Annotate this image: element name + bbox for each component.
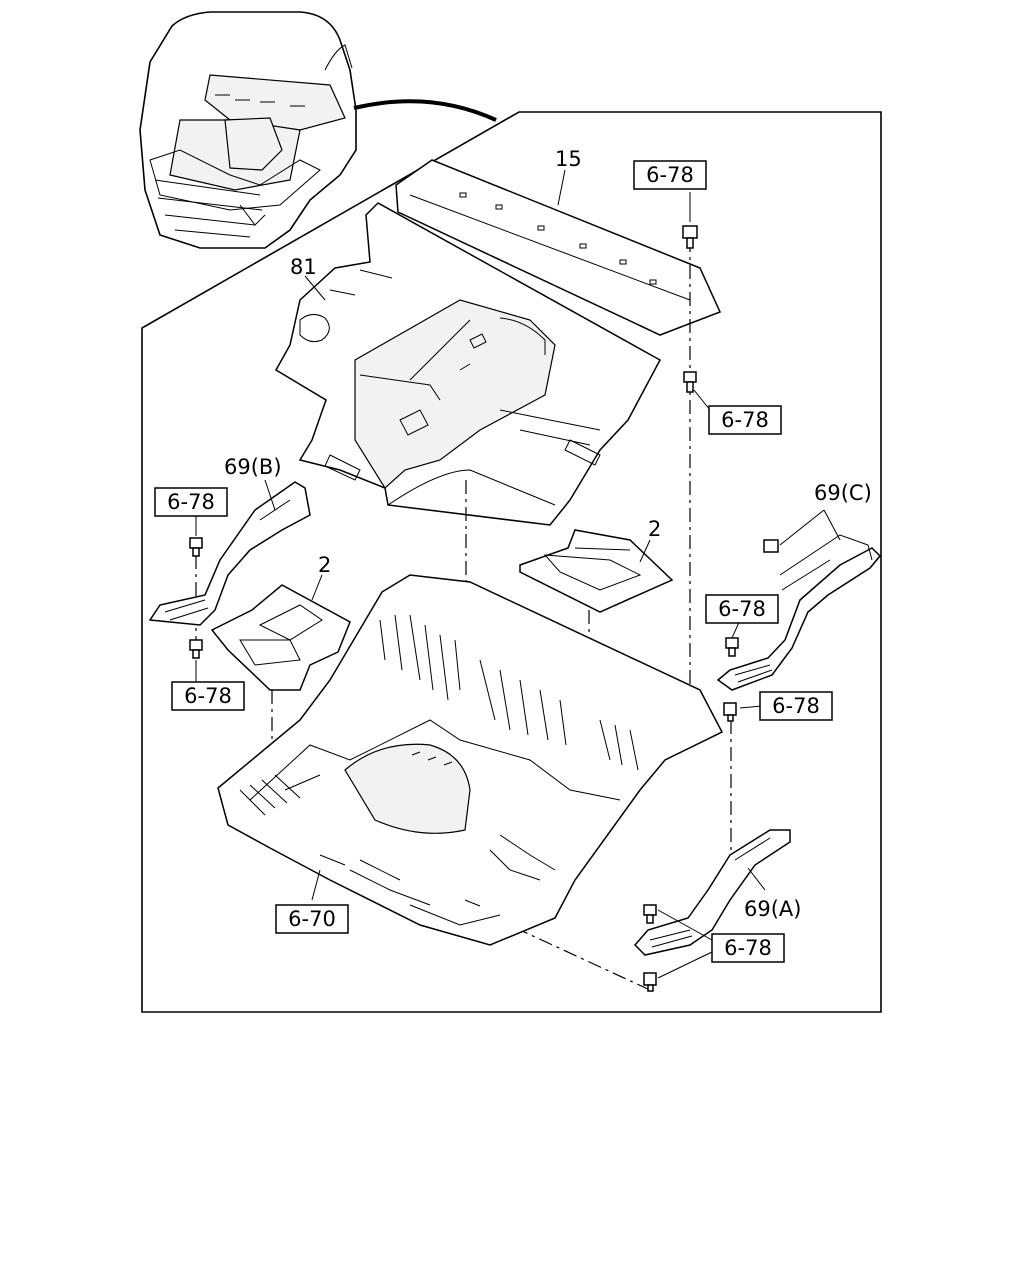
label-part-15: 15 — [555, 147, 582, 171]
ref-box-1: 6-78 — [633, 160, 707, 190]
ref-box-4: 6-78 — [171, 681, 245, 711]
svg-text:6-78: 6-78 — [167, 490, 215, 514]
label-part-2-right: 2 — [648, 517, 661, 541]
svg-text:6-70: 6-70 — [288, 907, 336, 931]
leader-lines — [195, 169, 841, 979]
floor-cover-81 — [274, 202, 662, 526]
main-frame — [141, 111, 882, 1013]
ref-box-8: 6-70 — [275, 904, 349, 934]
svg-text:6-78: 6-78 — [184, 684, 232, 708]
label-part-69c: 69(C) — [814, 481, 872, 505]
svg-text:6-78: 6-78 — [718, 597, 766, 621]
ref-box-3: 6-78 — [154, 487, 228, 517]
rear-panel-15 — [395, 159, 722, 336]
label-part-69b: 69(B) — [224, 455, 282, 479]
svg-text:6-78: 6-78 — [646, 163, 694, 187]
floor-mat-2-right — [519, 529, 674, 613]
ref-box-6: 6-78 — [759, 691, 833, 721]
ref-box-7: 6-78 — [711, 933, 785, 963]
ref-box-2: 6-78 — [708, 405, 782, 435]
svg-text:6-78: 6-78 — [772, 694, 820, 718]
main-floor-panel — [217, 574, 724, 946]
label-part-2-left: 2 — [318, 553, 331, 577]
vehicle-overview — [139, 11, 357, 249]
label-part-69a: 69(A) — [744, 897, 801, 921]
ref-box-5: 6-78 — [705, 594, 779, 624]
floor-mat-2-left — [210, 584, 351, 691]
svg-text:6-78: 6-78 — [724, 936, 772, 960]
label-part-81: 81 — [290, 255, 317, 279]
side-trim-69a — [633, 829, 791, 956]
clip-fastener — [189, 225, 779, 992]
svg-text:6-78: 6-78 — [721, 408, 769, 432]
overview-connector — [353, 99, 497, 122]
side-trim-69c — [716, 534, 882, 691]
